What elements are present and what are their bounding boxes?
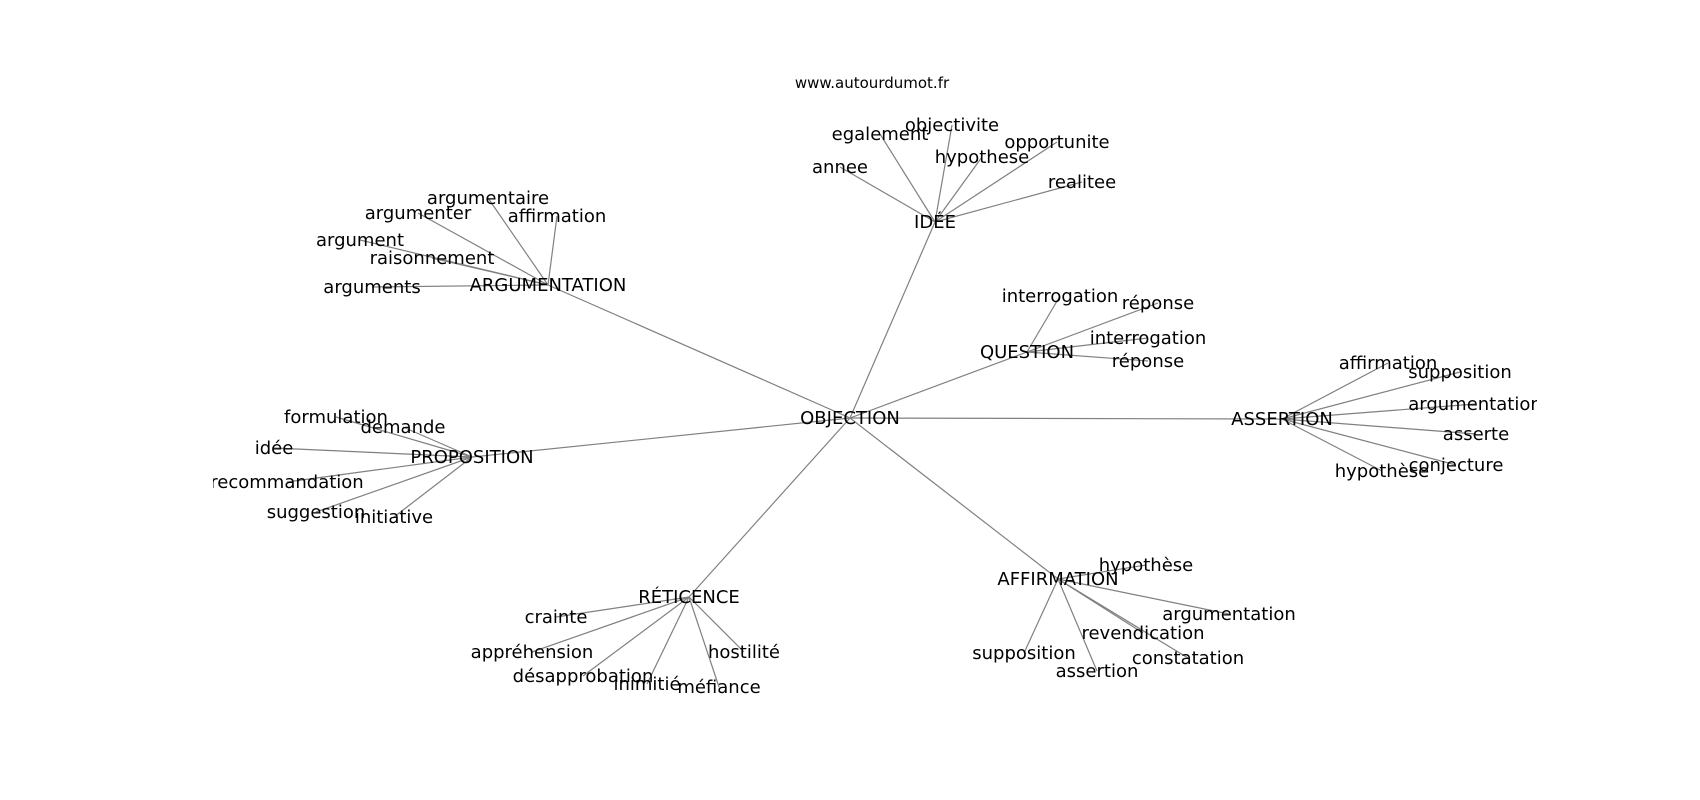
edge-hub-4-leaf-3 [1281,403,1476,420]
leaf-node: hypothèse [1099,555,1194,576]
edge-hub-2-leaf-2 [417,212,549,286]
edge-hub-3-leaf-1 [1026,295,1061,353]
leaf-node: hostilité [708,642,780,663]
leaf-node: initiative [355,507,433,528]
hub-node-7: AFFIRMATION [997,569,1118,590]
center-node: OBJECTION [800,408,900,429]
leaf-node: recommandation [210,472,363,493]
leaf-node: appréhension [471,642,594,663]
leaf-node: raisonnement [370,248,495,269]
hub-node-2: ARGUMENTATION [470,275,627,296]
leaf-node: hypothèse [1335,461,1430,482]
edge-hub-4-leaf-5 [1281,418,1457,466]
hub-node-3: QUESTION [980,342,1074,363]
edge-hub-4-leaf-6 [1281,418,1383,472]
leaf-node: demande [361,417,446,438]
leaf-node: supposition [1408,362,1512,383]
edge-hub-1-leaf-3 [934,124,953,223]
edge-hub-5-leaf-6 [393,456,473,518]
edge-hub-5-leaf-3 [273,447,473,458]
leaf-node: suggestion [267,502,366,523]
leaf-node: assertion [1056,661,1139,682]
edges [273,124,1477,688]
edge-hub-1-leaf-2 [879,133,936,223]
leaf-node: désapprobation [513,666,654,687]
edge-hub-7-leaf-2 [1057,578,1230,615]
leaf-node: supposition [972,643,1076,664]
edge-hub-3-leaf-2 [1026,302,1159,353]
leaf-node: réponse [1122,293,1194,314]
edge-hub-2-leaf-3 [547,215,558,286]
leaf-node: revendication [1081,623,1204,644]
leaf-node: argument [316,230,404,251]
leaf-node: conjecture [1409,455,1504,476]
leaf-node: méfiance [677,677,760,698]
edge-hub-5-leaf-4 [286,456,473,483]
leaf-node: interrogation [1090,328,1207,349]
leaf-node: affirmation [1339,353,1438,374]
leaf-node: idée [255,438,294,459]
edge-hub-3-leaf-3 [1026,337,1149,353]
edge-hub-6-leaf-4 [646,596,690,685]
edge-center-3 [849,351,1028,419]
edge-hub-7-leaf-6 [1023,578,1059,654]
edge-center-6 [688,417,851,598]
leaf-node: argumenter [365,203,472,224]
edge-hub-6-leaf-1 [555,596,690,618]
edge-hub-5-leaf-5 [315,456,473,513]
edge-hub-4-leaf-1 [1281,362,1389,420]
leaf-node: realitee [1048,172,1116,193]
edge-hub-5-leaf-2 [402,426,473,458]
leaf-node: réponse [1112,351,1184,372]
edge-hub-6-leaf-2 [531,596,690,653]
edge-hub-5-leaf-1 [335,416,473,458]
edge-hub-7-leaf-4 [1057,578,1189,659]
edge-center-2 [547,284,851,419]
edge-center-1 [849,221,936,419]
edge-hub-7-leaf-1 [1057,564,1147,580]
edge-hub-2-leaf-6 [371,284,549,288]
leaf-node: arguments [323,277,420,298]
leaf-node: constatation [1132,648,1244,669]
leaf-node: crainte [525,607,588,628]
edge-hub-7-leaf-5 [1057,578,1098,672]
edge-hub-1-leaf-1 [839,166,936,223]
leaf-node: argumentation [1408,394,1542,415]
leaf-node: affirmation [508,206,607,227]
leaf-node: argumentation [1162,604,1296,625]
edge-hub-2-leaf-1 [487,197,549,286]
hub-node-4: ASSERTION [1231,409,1333,430]
edge-hub-6-leaf-6 [688,596,745,653]
edge-hub-3-leaf-4 [1026,351,1149,362]
hub-node-5: PROPOSITION [410,447,533,468]
edge-center-5 [471,417,851,458]
leaf-node: inimitié [613,674,680,695]
source-url: www.autourdumot.fr [795,74,950,92]
leaf-node: argumentaire [427,188,549,209]
leaf-node: objectivite [905,115,999,136]
leaf-node: annee [812,157,868,178]
edge-hub-1-leaf-6 [934,181,1083,223]
leaf-node: interrogation [1002,286,1119,307]
edge-hub-1-leaf-4 [934,156,983,223]
edge-hub-2-leaf-5 [431,257,549,286]
edge-hub-6-leaf-5 [688,596,720,688]
leaf-node: asserte [1443,424,1509,445]
leaf-node: egalement [832,124,929,145]
edge-hub-4-leaf-4 [1281,418,1477,435]
edge-hub-4-leaf-2 [1281,371,1461,420]
leaf-node: formulation [284,407,388,428]
hub-node-6: RÉTICENCE [638,586,740,608]
leaf-node: opportunite [1004,132,1109,153]
leaf-node: hypothese [935,147,1030,168]
edge-center-7 [849,417,1059,580]
hub-node-1: IDÉE [914,211,956,233]
edge-hub-1-leaf-5 [934,141,1058,223]
edge-center-4 [849,417,1283,420]
edge-hub-6-leaf-3 [582,596,690,677]
